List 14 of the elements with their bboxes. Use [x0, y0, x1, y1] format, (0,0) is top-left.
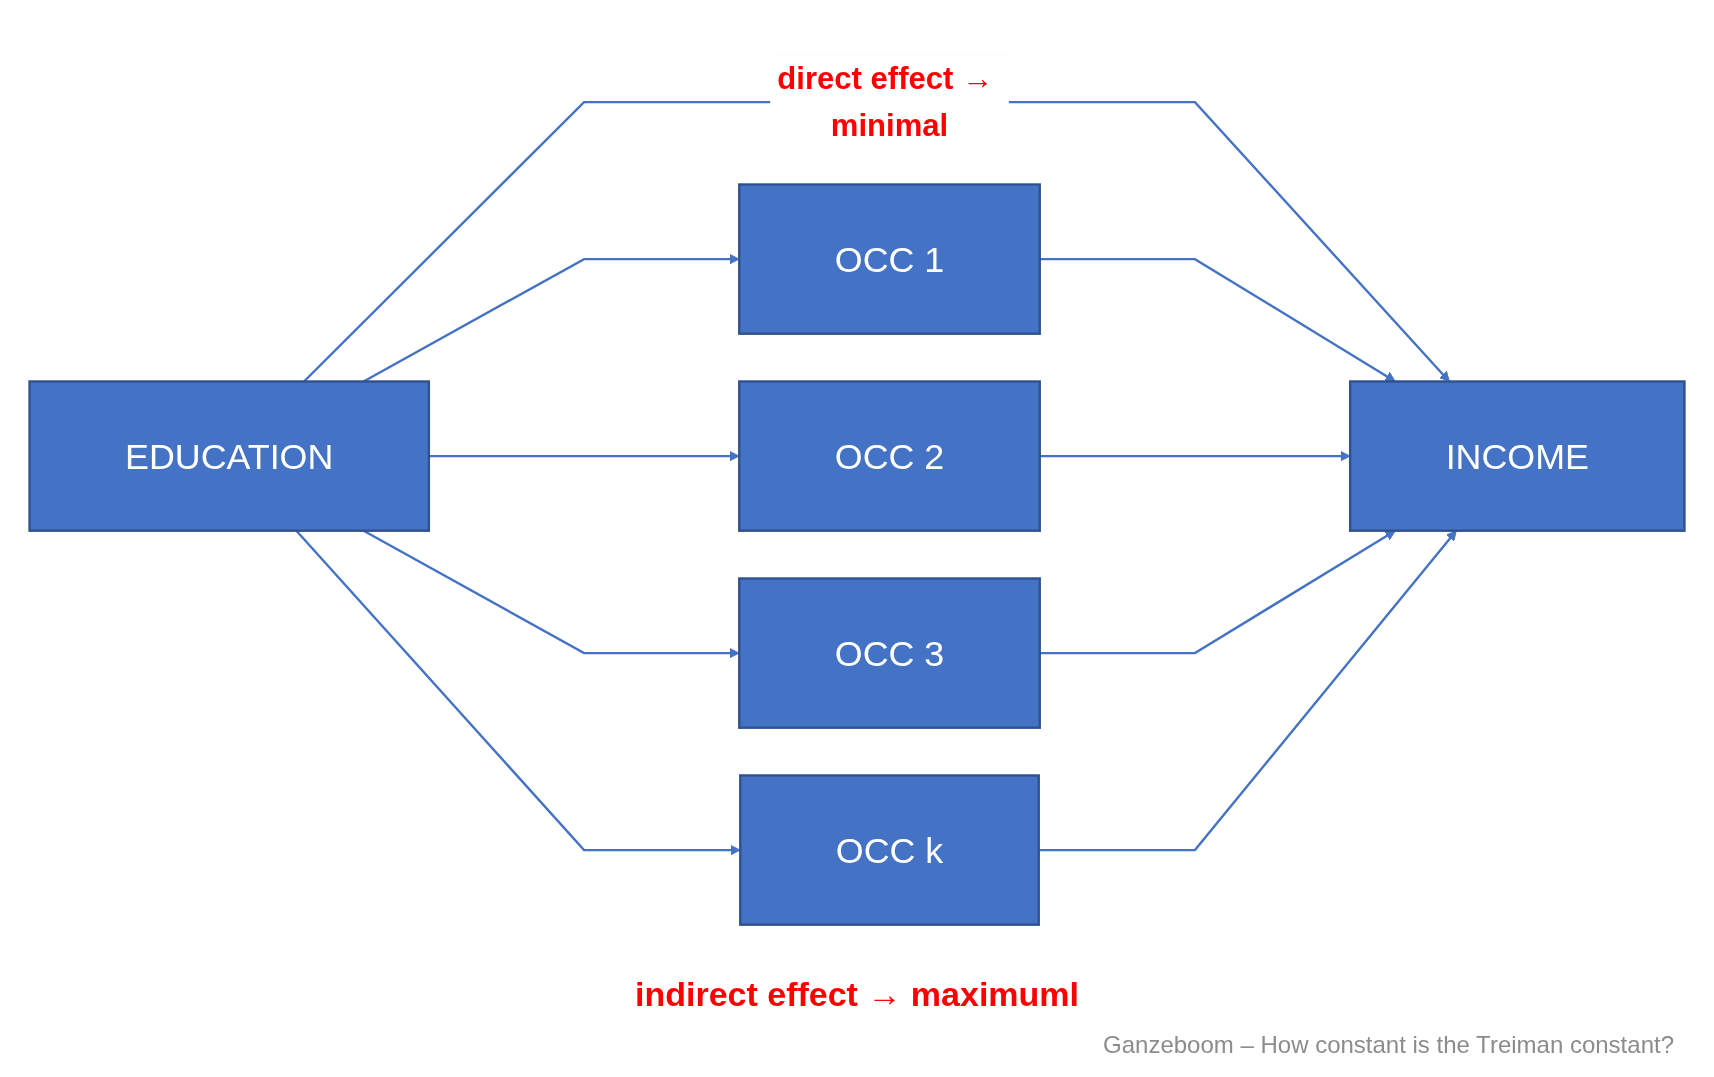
node-box: OCC 2: [738, 380, 1041, 532]
edge-label: direct effect → minimal: [777, 60, 993, 143]
node-box: INCOME: [1348, 380, 1686, 532]
node-box: OCC k: [739, 774, 1040, 926]
node-box: OCC 1: [738, 183, 1041, 335]
arrow: [1038, 530, 1457, 852]
node-box: OCC 3: [738, 577, 1041, 729]
footer-text: Ganzeboom – How constant is the Treiman constant?: [1103, 1031, 1674, 1059]
arrow: [1039, 257, 1396, 382]
arrow: [1039, 450, 1351, 462]
effect-note: indirect effect → maximuml: [635, 975, 1079, 1014]
arrow: [1039, 530, 1396, 655]
arrow: [428, 450, 740, 462]
node-box: EDUCATION: [28, 380, 431, 532]
